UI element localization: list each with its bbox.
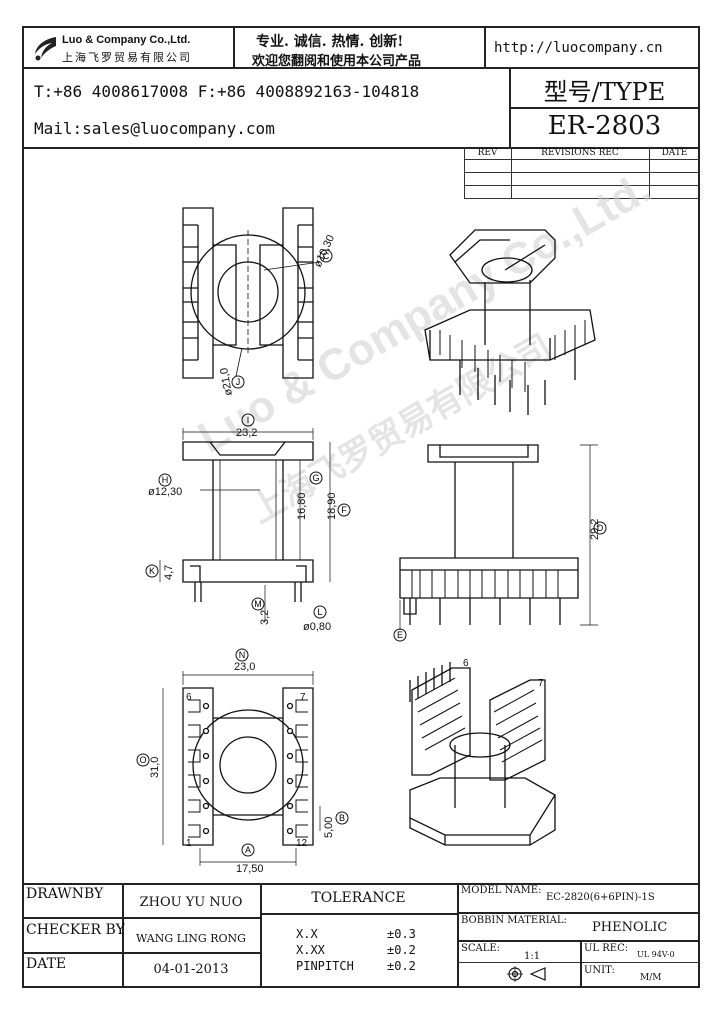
checker-value: WANG LING RONG <box>136 932 246 945</box>
bobbin-label: BOBBIN MATERIAL: <box>461 915 567 926</box>
slogan-line-1: 专业. 诚信. 热情. 创新! <box>256 34 404 50</box>
slogan-line-2: 欢迎您翻阅和使用本公司产品 <box>252 54 422 69</box>
dim-text-l: ø0,80 <box>303 621 331 633</box>
marker-f: F <box>337 503 351 517</box>
dim-text-g: 16,80 <box>296 492 308 520</box>
svg-text:G: G <box>312 473 319 483</box>
pin-label-1: 1 <box>186 838 192 849</box>
type-value: ER-2803 <box>547 111 662 141</box>
date-value: 04-01-2013 <box>153 962 229 977</box>
marker-l: L <box>313 605 327 619</box>
phone-fax: T:+86 4008617008 F:+86 4008892163-104818 <box>34 82 420 101</box>
scale-label: SCALE: <box>461 943 501 954</box>
dim-text-i: 23,2 <box>236 427 257 439</box>
date-col-header: DATE <box>661 148 688 158</box>
isometric-view-bottom <box>409 662 556 846</box>
ulrec-value: UL 94V-0 <box>637 950 675 959</box>
marker-n: N <box>235 648 249 662</box>
marker-m: M <box>251 597 265 611</box>
marker-i: I <box>241 413 255 427</box>
marker-a: A <box>241 843 255 857</box>
header-divider-2 <box>484 26 486 68</box>
header-rule <box>22 67 700 69</box>
company-logo-icon <box>35 37 56 61</box>
svg-text:B: B <box>339 813 345 823</box>
rev-col-header: REV <box>477 148 498 158</box>
marker-e: E <box>393 628 407 642</box>
dim-text-j: ø21,0 <box>218 367 235 397</box>
svg-text:I: I <box>247 415 250 425</box>
iso-pin-label-7: 7 <box>538 678 544 689</box>
revisions-rec-col-header: REVISIONS REC <box>541 148 619 158</box>
dim-text-k: 4,7 <box>163 565 175 580</box>
marker-o: O <box>136 753 150 767</box>
svg-text:H: H <box>162 475 169 485</box>
svg-text:E: E <box>397 630 403 640</box>
front-view <box>159 428 331 622</box>
tol-val-3: ±0.2 <box>387 959 416 973</box>
marker-g: G <box>309 471 323 485</box>
dim-text-m: 3,2 <box>259 610 271 625</box>
iso-pin-label-6: 6 <box>463 658 469 669</box>
dim-text-n: 23,0 <box>234 661 255 673</box>
website-link[interactable]: http://luocompany.cn <box>494 40 663 56</box>
drawnby-value: ZHOU YU NUO <box>139 895 243 910</box>
projection-symbol-icon <box>507 966 546 982</box>
model-value: EC-2820(6+6PIN)-1S <box>546 892 655 903</box>
isometric-view-top <box>424 229 596 415</box>
dim-text-f: 18,90 <box>326 492 338 520</box>
header-divider-1 <box>233 26 235 68</box>
drawing-sheet <box>22 26 700 988</box>
svg-text:M: M <box>254 599 262 609</box>
unit-label: UNIT: <box>584 965 615 976</box>
tol-val-2: ±0.2 <box>387 943 416 957</box>
model-label: MODEL NAME: <box>461 885 542 896</box>
bottom-view <box>162 671 321 866</box>
svg-text:C: C <box>323 251 330 261</box>
dim-text-d: 29,2 <box>589 519 601 540</box>
svg-text:F: F <box>341 505 347 515</box>
svg-text:A: A <box>245 845 251 855</box>
pin-label-12: 12 <box>296 838 308 849</box>
drawnby-label: DRAWNBY <box>26 886 104 902</box>
marker-j: J <box>231 375 245 389</box>
pin-label-6: 6 <box>186 692 192 703</box>
svg-text:D: D <box>597 523 604 533</box>
svg-text:L: L <box>317 607 322 617</box>
contact-rule <box>22 147 700 149</box>
marker-d: D <box>593 521 607 535</box>
svg-text:K: K <box>149 566 155 576</box>
tolerance-label: TOLERANCE <box>311 890 406 906</box>
email-address[interactable]: Mail:sales@luocompany.com <box>34 119 275 138</box>
company-name-cn: 上海飞罗贸易有限公司 <box>62 51 192 64</box>
pin-label-7: 7 <box>300 692 306 703</box>
type-label: 型号/TYPE <box>543 78 666 106</box>
svg-text:N: N <box>239 650 246 660</box>
bobbin-value: PHENOLIC <box>592 920 668 935</box>
svg-text:O: O <box>139 755 146 765</box>
tol-key-2: X.XX <box>296 943 325 957</box>
company-name-en: Luo & Company Co.,Ltd. <box>62 34 191 46</box>
date-label: DATE <box>26 956 67 972</box>
marker-c: C <box>319 249 333 263</box>
type-box-rule <box>509 107 700 109</box>
scale-value: 1:1 <box>524 951 541 962</box>
svg-text:J: J <box>236 377 241 387</box>
dim-text-o: 31,0 <box>149 757 161 778</box>
unit-value: M/M <box>640 973 662 983</box>
dim-text-b: 5,00 <box>323 817 335 838</box>
tol-val-1: ±0.3 <box>387 927 416 941</box>
dim-text-h: ø12,30 <box>148 486 182 498</box>
checker-label: CHECKER BY <box>26 922 125 938</box>
marker-b: B <box>335 811 349 825</box>
tol-key-1: X.X <box>296 927 318 941</box>
top-view <box>182 207 321 379</box>
dim-text-a: 17,50 <box>236 863 264 875</box>
side-view <box>399 444 598 630</box>
tol-key-3: PINPITCH <box>296 959 354 973</box>
ulrec-label: UL REC: <box>584 943 629 954</box>
marker-k: K <box>145 564 159 578</box>
marker-h: H <box>158 473 172 487</box>
